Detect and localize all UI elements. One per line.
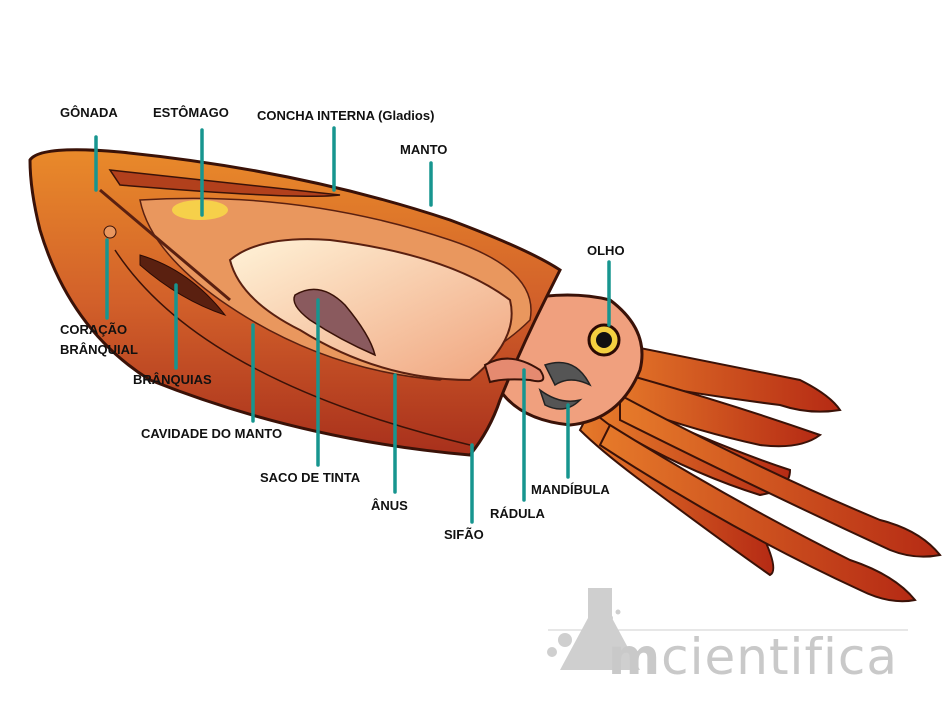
label-branquias: BRÂNQUIAS — [133, 372, 212, 387]
label-anus: ÂNUS — [371, 498, 408, 513]
label-sifao: SIFÃO — [444, 527, 484, 542]
label-manto: MANTO — [400, 142, 448, 157]
watermark-m: m — [608, 628, 662, 686]
tentacles — [578, 338, 942, 603]
label-coracao-line1: CORAÇÃO — [60, 322, 128, 337]
siphon — [483, 357, 545, 384]
label-olho: OLHO — [587, 243, 625, 258]
label-mandibula: MANDÍBULA — [531, 482, 610, 497]
watermark-logo: mcientifica — [608, 628, 898, 686]
label-gonada: GÔNADA — [60, 105, 118, 120]
label-coracao-line2: BRÂNQUIAL — [60, 342, 138, 357]
label-saco-de-tinta: SACO DE TINTA — [260, 470, 361, 485]
label-concha-interna: CONCHA INTERNA (Gladios) — [257, 108, 435, 123]
watermark-flask-icon — [547, 588, 640, 670]
label-estomago: ESTÔMAGO — [153, 105, 229, 120]
label-radula: RÁDULA — [490, 506, 545, 521]
watermark-text: cientifica — [661, 628, 899, 686]
jaw — [538, 361, 592, 410]
leader-lines — [94, 126, 611, 524]
label-cavidade-do-manto: CAVIDADE DO MANTO — [141, 426, 283, 441]
